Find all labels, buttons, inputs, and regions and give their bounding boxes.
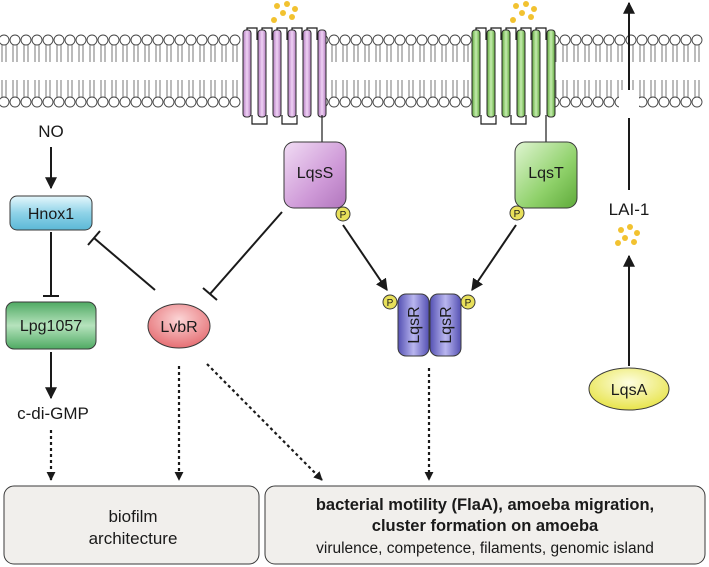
phospho-label: P [387,298,394,309]
lqsr-dimer-node: LqsR LqsR [397,293,462,357]
phospho-lqsr-left: P [382,294,398,310]
lipid-bilayer-membrane [0,34,703,108]
lqsa-label: LqsA [611,382,648,399]
lqst-transmembrane-domain [471,27,556,142]
lqst-node: LqsT [514,141,578,209]
lqss-label: LqsS [297,165,333,182]
lqst-label: LqsT [528,165,564,182]
ligand-dots-lqss [271,1,298,23]
biofilm-line2: architecture [89,529,178,548]
biofilm-line1: biofilm [108,507,157,526]
lai1-molecule-dots [615,224,640,246]
lpg1057-node: Lpg1057 [5,301,97,350]
motility-normal-line: virulence, competence, filaments, genomi… [316,540,654,557]
phospho-label: P [340,210,347,221]
lqsr-label-left: LqsR [406,306,423,343]
dotted-arrow-lvbr-to-motility [206,363,323,481]
hnox1-node: Hnox1 [9,195,93,231]
lqss-node: LqsS [283,141,347,209]
lai1-label: LAI-1 [609,200,650,219]
biofilm-output-box: biofilm architecture [3,485,260,565]
phospho-label: P [514,209,521,220]
lvbr-node: LvbR [147,303,211,349]
phospho-label: P [465,298,472,309]
lqsa-node: LqsA [588,367,670,411]
inhibit-lqss-to-lvbr [209,211,283,295]
inhibit-lvbr-to-hnox1 [93,237,156,291]
motility-bold-line2: cluster formation on amoeba [372,517,599,535]
hnox1-label: Hnox1 [28,206,74,223]
phospho-lqst: P [509,205,525,221]
lvbr-label: LvbR [160,319,197,336]
arrow-lqst-to-lqsr [471,224,517,291]
ligand-dots-lqst [510,1,537,23]
inhibit-bar-hnox1 [87,230,101,246]
inhibit-bar-lvbr [202,287,218,301]
lpg1057-label: Lpg1057 [20,318,82,335]
cdigmp-label: c-di-GMP [17,404,89,423]
motility-output-box: bacterial motility (FlaA), amoeba migrat… [264,485,706,565]
lqss-transmembrane-domain [242,27,327,142]
lqsr-label-right: LqsR [438,306,455,343]
arrow-lqss-to-lqsr [342,224,388,291]
no-label: NO [38,122,64,141]
phospho-lqss: P [335,206,351,222]
motility-bold-line1: bacterial motility (FlaA), amoeba migrat… [316,496,654,514]
phospho-lqsr-right: P [460,294,476,310]
